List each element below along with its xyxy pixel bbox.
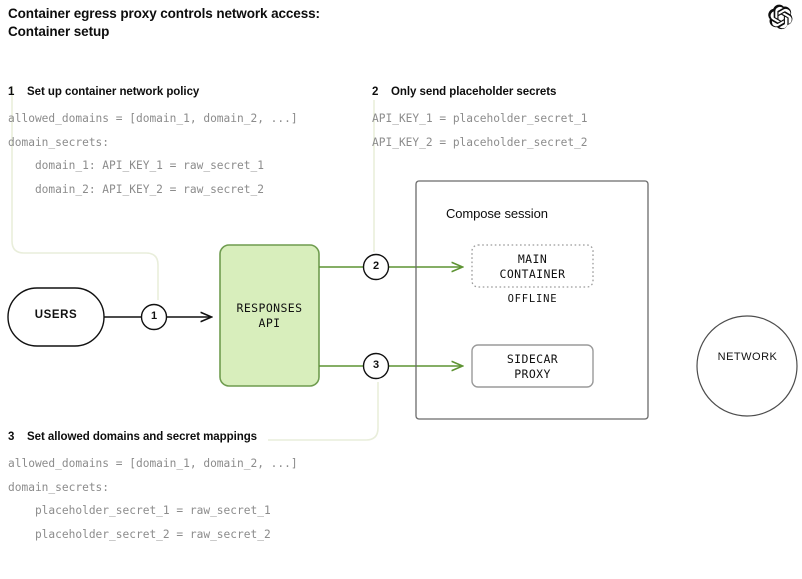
annotation-step-3: 3 Set allowed domains and secret mapping… xyxy=(8,431,298,546)
annotation-3-header: 3 Set allowed domains and secret mapping… xyxy=(8,431,298,443)
annotation-2-title: Only send placeholder secrets xyxy=(391,86,557,98)
annotation-step-1: 1 Set up container network policy allowe… xyxy=(8,86,298,201)
compose-session-group-shape xyxy=(415,180,649,420)
annotation-2-code: API_KEY_1 = placeholder_secret_1 API_KEY… xyxy=(372,112,588,149)
annotation-1-title: Set up container network policy xyxy=(27,86,200,98)
network-node-shape xyxy=(696,315,798,417)
main-container-node-shape xyxy=(471,244,594,288)
compose-session-title: Compose session xyxy=(446,206,548,221)
annotation-3-code: allowed_domains = [domain_1, domain_2, .… xyxy=(8,457,298,541)
annotation-1-code: allowed_domains = [domain_1, domain_2, .… xyxy=(8,112,298,196)
openai-logo-icon xyxy=(768,4,793,30)
annotation-step-2: 2 Only send placeholder secrets API_KEY_… xyxy=(372,86,588,154)
callout-line-step-3 xyxy=(268,382,379,441)
step-badge-1-circle xyxy=(140,303,168,331)
annotation-1-number: 1 xyxy=(8,86,15,98)
users-node-shape xyxy=(7,287,105,347)
step-badge-3-circle xyxy=(362,352,390,380)
step-badge-2-circle xyxy=(362,253,390,281)
annotation-1-header: 1 Set up container network policy xyxy=(8,86,298,98)
responses-api-node-shape xyxy=(219,244,320,387)
sidecar-proxy-node-shape xyxy=(471,344,594,388)
annotation-2-header: 2 Only send placeholder secrets xyxy=(372,86,588,98)
callout-line-step-1 xyxy=(11,86,159,300)
annotation-2-number: 2 xyxy=(372,86,379,98)
annotation-3-number: 3 xyxy=(8,431,15,443)
page-title: Container egress proxy controls network … xyxy=(8,6,320,39)
annotation-3-title: Set allowed domains and secret mappings xyxy=(27,431,258,443)
